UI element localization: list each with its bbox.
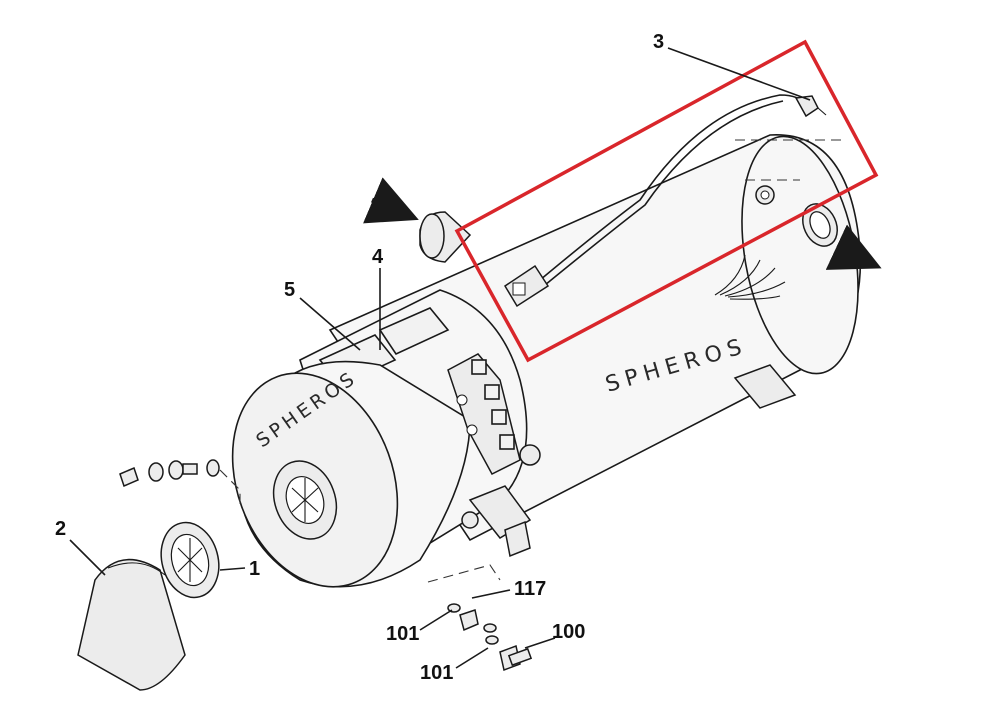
callout-1: 1 [249, 558, 260, 580]
blower-end-cap [231, 360, 471, 588]
callout-101-upper: 101 [386, 623, 419, 645]
callout-101-lower: 101 [420, 662, 453, 684]
label-plate-4 [378, 307, 450, 356]
callout-4: 4 [372, 246, 384, 268]
temperature-sensor-cable [503, 94, 827, 308]
panel-button-2 [484, 384, 500, 400]
end-cap-ring [160, 521, 220, 599]
body-mounting-screw [755, 185, 775, 205]
inlet-arrow [363, 177, 419, 224]
callout-117: 117 [514, 578, 546, 600]
bolt-and-washers [427, 564, 533, 672]
panel-button-1 [471, 359, 487, 375]
switch-panel [447, 353, 521, 475]
spheros-logo-icon [714, 254, 786, 300]
callout-2: 2 [55, 518, 66, 540]
callout-5: 5 [284, 279, 295, 301]
callout-100: 100 [552, 621, 585, 643]
coolant-inlet-port [419, 211, 472, 263]
screw-washer-set [119, 459, 241, 505]
callout-3: 3 [653, 31, 664, 53]
highlight-frame [454, 39, 879, 363]
mounting-foot [461, 364, 797, 558]
panel-button-3 [491, 409, 507, 425]
cover-hood [77, 558, 186, 691]
panel-button-4 [499, 434, 515, 450]
outlet-arrow [825, 224, 882, 270]
callout-leaders [69, 47, 811, 669]
